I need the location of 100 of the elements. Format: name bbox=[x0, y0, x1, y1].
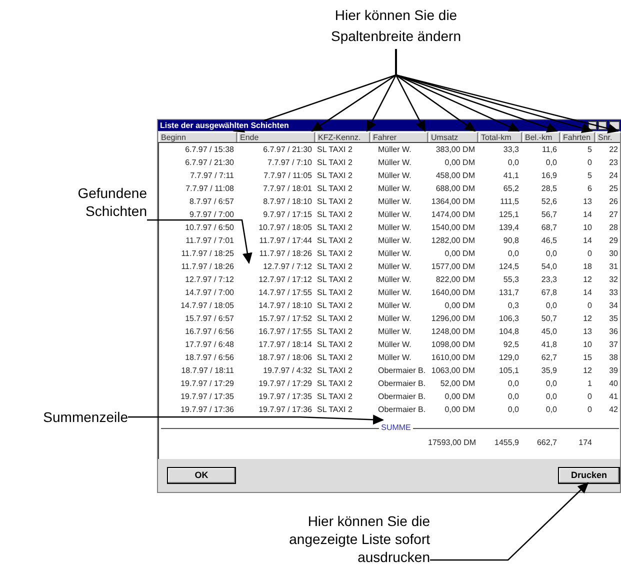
table-cell-text: 67,8 bbox=[540, 287, 558, 299]
table-cell-text: Müller W. bbox=[377, 235, 412, 247]
table-cell-text: 54,0 bbox=[540, 261, 558, 273]
sum-cell-text: 1455,9 bbox=[494, 437, 520, 449]
table-cell-text: 65,2 bbox=[502, 183, 520, 195]
table-cell-text: 19.7.97 / 17:36 bbox=[180, 404, 235, 416]
table-cell-text: 25 bbox=[608, 183, 619, 195]
table-cell-text: Müller W. bbox=[377, 261, 412, 273]
table-cell-text: 41,1 bbox=[502, 170, 520, 182]
table-cell-text: 15.7.97 / 6:57 bbox=[184, 313, 235, 325]
table-cell-text: 92,5 bbox=[502, 339, 520, 351]
table-cell-text: Müller W. bbox=[377, 339, 412, 351]
table-cell-text: 0,0 bbox=[506, 378, 520, 390]
table-cell-text: 14 bbox=[582, 235, 593, 247]
table-cell-text: 0 bbox=[586, 391, 593, 403]
table-cell-text: 106,3 bbox=[498, 313, 520, 325]
table-cell-text: 0,0 bbox=[506, 391, 520, 403]
table-cell-text: SL TAXI 2 bbox=[316, 300, 354, 312]
table-cell-text: 19.7.97 / 17:35 bbox=[180, 391, 235, 403]
table-cell-text: 0 bbox=[586, 157, 593, 169]
table-cell-text: 139,4 bbox=[498, 222, 520, 234]
table-cell-text: SL TAXI 2 bbox=[316, 183, 354, 195]
table-cell-text: SL TAXI 2 bbox=[316, 248, 354, 260]
table-cell-text: 1 bbox=[586, 378, 593, 390]
table-cell-text: 15.7.97 / 17:52 bbox=[258, 313, 313, 325]
table-cell-text: 13 bbox=[582, 196, 593, 208]
table-cell-text: 0,0 bbox=[506, 157, 520, 169]
table-cell-text: 68,7 bbox=[540, 222, 558, 234]
table-cell-text: 62,7 bbox=[540, 352, 558, 364]
table-cell-text: 22 bbox=[608, 144, 619, 156]
sum-cell-text: 17593,00 DM bbox=[428, 437, 477, 449]
table-cell-text: 39 bbox=[608, 365, 619, 377]
table-cell-text: 1282,00 DM bbox=[430, 235, 476, 247]
table-cell-text: 1248,00 DM bbox=[430, 326, 476, 338]
table-cell-text: SL TAXI 2 bbox=[316, 235, 354, 247]
table-cell-text: 0 bbox=[586, 300, 593, 312]
table-cell-text: 29 bbox=[608, 235, 619, 247]
table-cell-text: 129,0 bbox=[498, 352, 520, 364]
column-header: Umsatz bbox=[429, 132, 478, 142]
table-cell-text: 16.7.97 / 6:56 bbox=[184, 326, 235, 338]
dialog-window bbox=[157, 119, 621, 493]
table-cell-text: 52,6 bbox=[540, 196, 558, 208]
table-cell-text: 12 bbox=[582, 274, 593, 286]
table-cell-text: 50,7 bbox=[540, 313, 558, 325]
table-cell-text: 19.7.97 / 17:29 bbox=[180, 378, 235, 390]
sum-cell-text: 662,7 bbox=[536, 437, 558, 449]
table-cell-text: SL TAXI 2 bbox=[316, 196, 354, 208]
table-cell-text: 8.7.97 / 18:10 bbox=[262, 196, 313, 208]
table-cell-text: 688,00 DM bbox=[434, 183, 476, 195]
table-cell-text: SL TAXI 2 bbox=[316, 378, 354, 390]
table-cell-text: 0,0 bbox=[506, 404, 520, 416]
table-cell-text: Obermaier B. bbox=[377, 378, 427, 390]
dialog-button: Drucken bbox=[558, 467, 620, 484]
table-cell-text: 0,0 bbox=[506, 248, 520, 260]
table-cell-text: 16.7.97 / 17:55 bbox=[258, 326, 313, 338]
table-cell-text: 131,7 bbox=[498, 287, 520, 299]
table-cell-text: 18.7.97 / 6:56 bbox=[184, 352, 235, 364]
table-cell-text: 23,3 bbox=[540, 274, 558, 286]
table-cell-text: Müller W. bbox=[377, 222, 412, 234]
table-cell-text: 6.7.97 / 21:30 bbox=[262, 144, 313, 156]
table-cell-text: 17.7.97 / 18:14 bbox=[258, 339, 313, 351]
table-cell-text: 40 bbox=[608, 378, 619, 390]
table-cell-text: 36 bbox=[608, 326, 619, 338]
table-cell-text: 10 bbox=[582, 222, 593, 234]
table-cell-text: 18 bbox=[582, 261, 593, 273]
table-cell-text: SL TAXI 2 bbox=[316, 352, 354, 364]
table-cell-text: Müller W. bbox=[377, 352, 412, 364]
table-cell-text: 26 bbox=[608, 196, 619, 208]
table-cell-text: 11.7.97 / 18:25 bbox=[180, 248, 235, 260]
table-cell-text: Müller W. bbox=[377, 326, 412, 338]
table-cell-text: Müller W. bbox=[377, 300, 412, 312]
table-cell-text: Obermaier B. bbox=[377, 404, 427, 416]
leader-line bbox=[147, 219, 252, 264]
table-cell-text: Müller W. bbox=[377, 248, 412, 260]
table-cell-text: 125,1 bbox=[498, 209, 520, 221]
table-cell-text: 28,5 bbox=[540, 183, 558, 195]
table-cell-text: 15 bbox=[582, 352, 593, 364]
table-cell-text: 0,3 bbox=[506, 300, 520, 312]
table-cell-text: 45,0 bbox=[540, 326, 558, 338]
table-cell-text: SL TAXI 2 bbox=[316, 209, 354, 221]
dialog-button: OK bbox=[167, 467, 236, 484]
table-cell-text: 11.7.97 / 7:01 bbox=[184, 235, 235, 247]
table-cell-text: 6 bbox=[586, 183, 593, 195]
table-cell-text: 5 bbox=[586, 170, 593, 182]
table-cell-text: 0,0 bbox=[544, 378, 558, 390]
table-cell-text: SL TAXI 2 bbox=[316, 391, 354, 403]
table-cell-text: 1610,00 DM bbox=[430, 352, 476, 364]
table-cell-text: 0 bbox=[586, 248, 593, 260]
table-cell-text: Müller W. bbox=[377, 287, 412, 299]
table-cell-text: 10 bbox=[582, 339, 593, 351]
table-cell-text: 11,6 bbox=[541, 144, 558, 156]
table-cell-text: SL TAXI 2 bbox=[316, 261, 354, 273]
table-cell-text: 9.7.97 / 17:15 bbox=[262, 209, 313, 221]
table-cell-text: Obermaier B. bbox=[377, 391, 427, 403]
table-cell-text: SL TAXI 2 bbox=[316, 144, 354, 156]
table-cell-text: 458,00 DM bbox=[434, 170, 476, 182]
table-cell-text: 1063,00 DM bbox=[430, 365, 476, 377]
table-cell-text: 0 bbox=[586, 404, 593, 416]
table-cell-text: 12.7.97 / 7:12 bbox=[262, 261, 313, 273]
table-cell-text: 32 bbox=[608, 274, 619, 286]
